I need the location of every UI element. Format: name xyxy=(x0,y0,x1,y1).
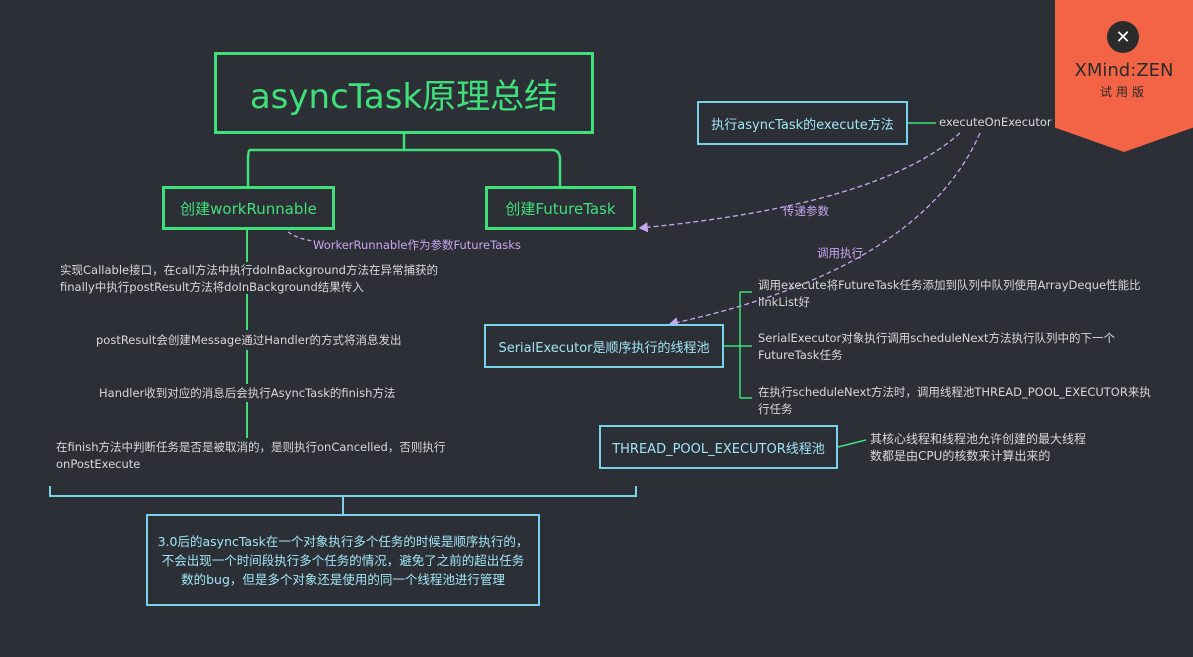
threadpool-label: THREAD_POOL_EXECUTOR线程池 xyxy=(612,441,825,457)
xmind-trial-label: 试用版 xyxy=(1099,85,1148,99)
worker-param-label: WorkerRunnable作为参数FutureTasks xyxy=(313,238,521,252)
step-postresult-text: postResult会创建Message通过Handler的方式将消息发出 xyxy=(96,333,402,347)
summary-bracket xyxy=(49,486,637,514)
create-futuretask-label: 创建FutureTask xyxy=(505,199,616,218)
serial-executor-node[interactable]: SerialExecutor是顺序执行的线程池 xyxy=(484,324,724,368)
root-title-node[interactable]: asyncTask原理总结 xyxy=(214,52,594,134)
serial-detail-1: 调用execute将FutureTask任务添加到队列中队列使用ArrayDeq… xyxy=(758,278,1141,309)
call-exec-arrow xyxy=(668,132,981,328)
serial-detail-2: SerialExecutor对象执行调用scheduleNext方法执行队列中的… xyxy=(758,331,1116,362)
create-futuretask-node[interactable]: 创建FutureTask xyxy=(485,186,636,230)
step-finish-text: 在finish方法中判断任务是否是被取消的，是则执行onCancelled，否则… xyxy=(56,440,446,471)
call-exec-label: 调用执行 xyxy=(817,246,863,260)
xmind-trial-badge[interactable]: ✕ XMind:ZEN 试用版 xyxy=(1055,0,1193,152)
xmind-name: XMind:ZEN xyxy=(1074,60,1174,81)
serial-executor-label: SerialExecutor是顺序执行的线程池 xyxy=(498,340,710,356)
execute-on-executor-label[interactable]: executeOnExecutor xyxy=(939,115,1052,129)
x-logo-icon: ✕ xyxy=(1107,21,1139,53)
root-title: asyncTask原理总结 xyxy=(249,76,559,117)
execute-method-label: 执行asyncTask的execute方法 xyxy=(711,117,894,133)
serial-detail-3: 在执行scheduleNext方法时，调用线程池THREAD_POOL_EXEC… xyxy=(758,385,1151,416)
pass-params-label: 传递参数 xyxy=(783,204,829,218)
root-to-children-connector xyxy=(246,134,406,186)
summary-text: 3.0后的asyncTask在一个对象执行多个任务的时候是顺序执行的，不会出现一… xyxy=(157,533,529,587)
serial-details-bracket xyxy=(724,291,752,399)
execute-method-node[interactable]: 执行asyncTask的execute方法 xyxy=(697,101,908,145)
create-workrunnable-label: 创建workRunnable xyxy=(180,199,317,218)
worker-to-futuretask-arrow xyxy=(287,231,316,242)
step-handler-text: Handler收到对应的消息后会执行AsyncTask的finish方法 xyxy=(99,386,396,400)
summary-node[interactable]: 3.0后的asyncTask在一个对象执行多个任务的时候是顺序执行的，不会出现一… xyxy=(146,514,540,606)
step-callable-text: 实现Callable接口，在call方法中执行doInBackground方法在… xyxy=(60,263,438,294)
create-workrunnable-node[interactable]: 创建workRunnable xyxy=(162,186,335,230)
threadpool-node[interactable]: THREAD_POOL_EXECUTOR线程池 xyxy=(599,425,838,469)
threadpool-desc: 其核心线程和线程池允许创建的最大线程数都是由CPU的核数来计算出来的 xyxy=(870,432,1087,463)
